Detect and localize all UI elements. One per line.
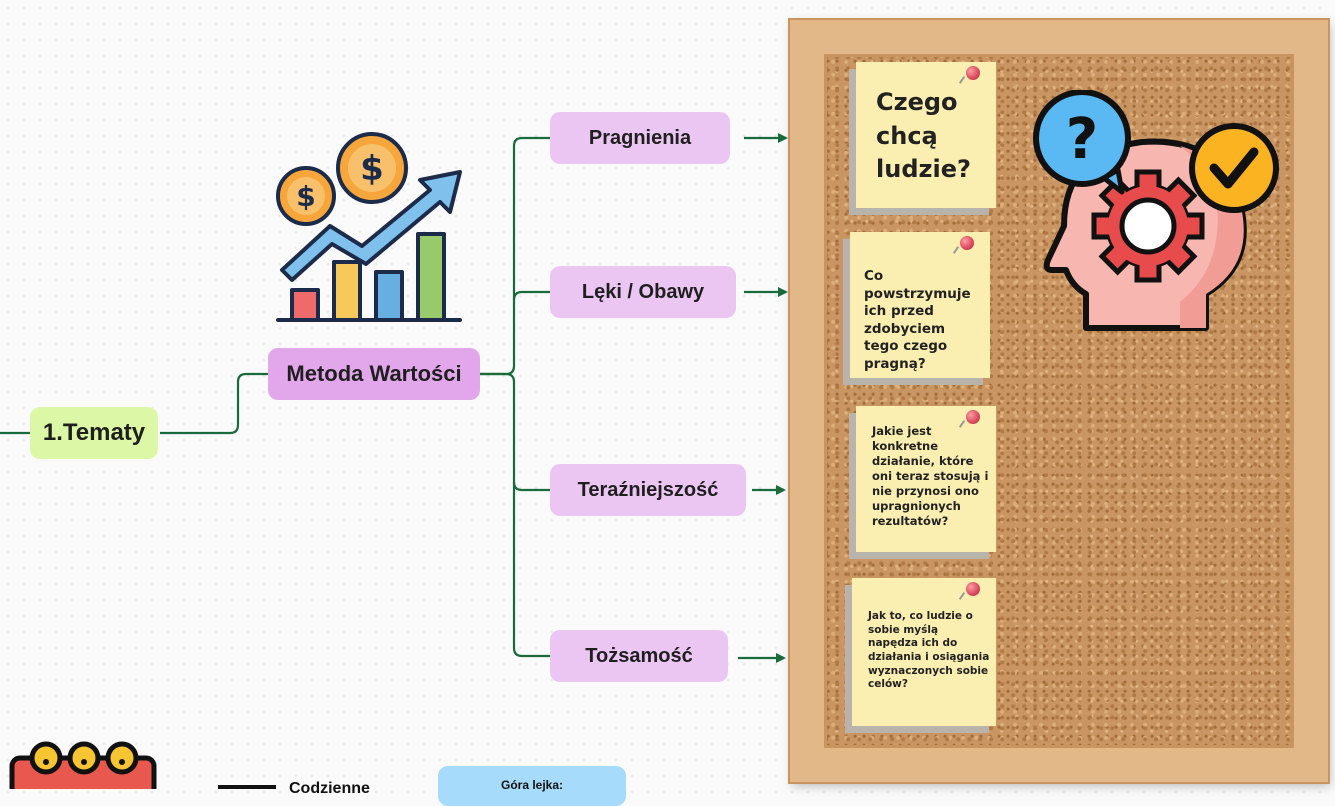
sticky-note: Jak to, co ludzie o sobie myślą napędza … bbox=[852, 578, 996, 726]
svg-text:?: ? bbox=[1066, 107, 1098, 172]
funnel-top-node[interactable]: Góra lejka: bbox=[438, 766, 626, 806]
connector-main-to-terazniejszosc bbox=[480, 372, 550, 492]
growth-chart-icon: $ $ bbox=[276, 132, 462, 322]
branch-label: Teraźniejszość bbox=[577, 478, 719, 501]
branch-node-leki-obawy[interactable]: Lęki / Obawy bbox=[550, 266, 736, 318]
sticky-note-text: Czego chcą ludzie? bbox=[876, 88, 971, 184]
sticky-note: Co powstrzymuje ich przed zdobyciem tego… bbox=[850, 232, 990, 378]
sticky-note-text: Co powstrzymuje ich przed zdobyciem tego… bbox=[864, 268, 971, 372]
pushpin-icon bbox=[966, 66, 980, 80]
main-node[interactable]: Metoda Wartości bbox=[268, 348, 480, 400]
svg-text:$: $ bbox=[296, 180, 315, 213]
connector-lines bbox=[0, 133, 788, 663]
sticky-note: Jakie jest konkretne działanie, które on… bbox=[856, 406, 996, 552]
connector-main-to-tozsamosc bbox=[512, 482, 550, 658]
connector-main-to-pragnienia bbox=[480, 136, 550, 376]
connector-main-to-leki bbox=[512, 290, 550, 301]
root-node[interactable]: 1.Tematy bbox=[30, 407, 158, 459]
funnel-top-label: Góra lejka: bbox=[500, 778, 564, 792]
svg-text:$: $ bbox=[360, 149, 384, 189]
sticky-note: Czego chcą ludzie? bbox=[856, 62, 996, 208]
sticky-note-text: Jak to, co ludzie o sobie myślą napędza … bbox=[868, 610, 990, 691]
calendar-icon bbox=[9, 741, 157, 789]
branch-node-tozsamosc[interactable]: Tożsamość bbox=[550, 630, 728, 682]
thinking-head-icon: ? bbox=[1033, 90, 1279, 331]
pushpin-icon bbox=[966, 582, 980, 596]
legend-bar bbox=[218, 785, 276, 789]
branch-label: Pragnienia bbox=[588, 126, 692, 149]
daily-label: Codzienne bbox=[289, 780, 370, 797]
branch-node-pragnienia[interactable]: Pragnienia bbox=[550, 112, 730, 164]
pushpin-icon bbox=[966, 410, 980, 424]
branch-label: Lęki / Obawy bbox=[581, 280, 705, 303]
main-node-label: Metoda Wartości bbox=[286, 361, 462, 386]
branch-label: Tożsamość bbox=[585, 644, 693, 667]
sticky-note-text: Jakie jest konkretne działanie, które on… bbox=[872, 424, 989, 528]
pushpin-icon bbox=[960, 236, 974, 250]
root-node-label: 1.Tematy bbox=[42, 419, 146, 446]
branch-node-terazniejszosc[interactable]: Teraźniejszość bbox=[550, 464, 746, 516]
connector-root-to-main bbox=[160, 372, 268, 435]
